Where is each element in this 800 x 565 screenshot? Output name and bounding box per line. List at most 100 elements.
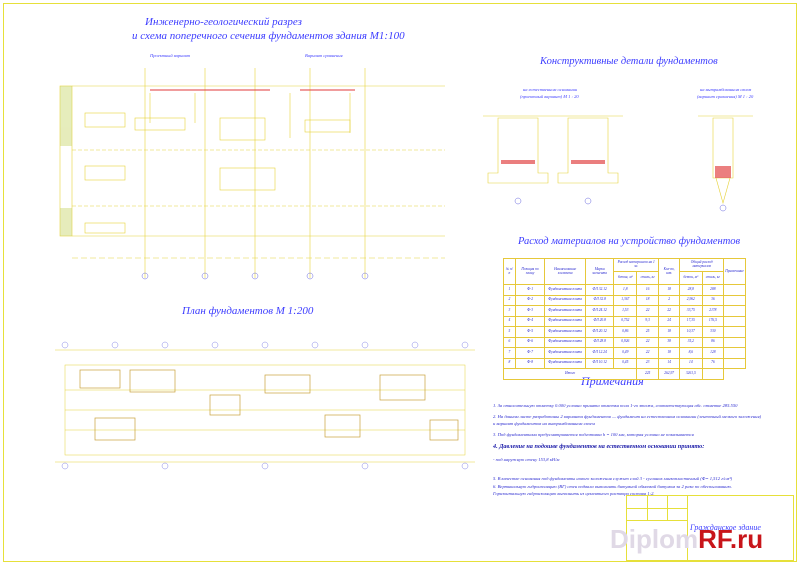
plan-title: План фундаментов М 1:200 bbox=[182, 305, 314, 317]
table-cell: 0,752 bbox=[613, 315, 638, 327]
table-header: Позиция по плану bbox=[514, 258, 546, 285]
table-header: Общий расход материалов bbox=[679, 258, 725, 272]
table-cell: 22 bbox=[636, 336, 660, 348]
table-cell: 22 bbox=[636, 305, 660, 317]
section-title-line2: и схема поперечного сечения фундаментов … bbox=[132, 30, 405, 42]
table-header: Расход материалов на 1 эл. bbox=[613, 258, 660, 272]
table-cell: 76 bbox=[701, 357, 725, 369]
note-2b: и вариант фундаментов на вытрамбованном … bbox=[493, 421, 595, 426]
table-cell: 22 bbox=[636, 347, 660, 359]
table-cell: 1 bbox=[503, 284, 516, 296]
table-cell: Фундаментная плита bbox=[544, 357, 586, 369]
table-header: Наименование элемента bbox=[544, 258, 586, 285]
table-subheader: бетон, м³ bbox=[613, 271, 638, 285]
table-cell: 25 bbox=[636, 326, 660, 338]
table-cell bbox=[723, 347, 746, 359]
table-cell bbox=[723, 315, 746, 327]
table-cell: Фундаментная плита bbox=[544, 336, 586, 348]
table-cell bbox=[723, 326, 746, 338]
table-cell: ФЛ 28.8 bbox=[584, 336, 615, 348]
table-cell: ФЛ 32.8 bbox=[584, 294, 615, 306]
table-cell: Ф-5 bbox=[514, 326, 546, 338]
compare-variant-label: Вариант сравнения bbox=[305, 53, 343, 58]
table-cell: ФЛ 20.12 bbox=[584, 326, 615, 338]
table-cell: ФЛ 32.12 bbox=[584, 284, 615, 296]
table-cell: ФЛ 24.12 bbox=[584, 305, 615, 317]
table-cell bbox=[723, 294, 746, 306]
table-cell: 2 bbox=[503, 294, 516, 306]
materials-title: Расход материалов на устройство фундамен… bbox=[518, 236, 741, 247]
table-cell: 17,35 bbox=[679, 315, 703, 327]
table-cell: 10,37 bbox=[679, 326, 703, 338]
table-cell: Ф-3 bbox=[514, 305, 546, 317]
table-cell: 0,86 bbox=[613, 326, 638, 338]
table-total-cell: 262,97 bbox=[658, 368, 681, 380]
note-6b: Горизонтальную гидроизоляцию выполнить и… bbox=[493, 491, 655, 496]
table-cell: 1,53 bbox=[613, 305, 638, 317]
foundation-details-drawing bbox=[483, 115, 753, 212]
note-4: 4. Давление на подошве фундаментов на ес… bbox=[493, 443, 705, 450]
detail-right-label1: на вытрамбованном своем bbox=[700, 87, 752, 92]
watermark-part1: Diplom bbox=[610, 524, 699, 554]
detail-left-label1: на естественном основании bbox=[523, 87, 578, 92]
table-cell: 128 bbox=[701, 347, 725, 359]
note-6: 6. Вертикальную гидроизоляцию (ВГ) стен … bbox=[493, 484, 732, 489]
table-cell: 2 bbox=[658, 294, 681, 306]
table-cell: 8 bbox=[503, 357, 516, 369]
table-cell: 18 bbox=[658, 284, 681, 296]
table-header-row: № п/п Позиция по плану Наименование элем… bbox=[503, 258, 746, 285]
table-cell: ФЛ 20.8 bbox=[584, 315, 615, 327]
table-cell: 3 bbox=[503, 305, 516, 317]
note-3: 3. Под фундаментами предусматривается по… bbox=[493, 432, 694, 437]
section-title-line1: Инженерно-геологический разрез bbox=[145, 16, 302, 28]
title-block-name: Гражданское здание bbox=[690, 523, 761, 532]
note-1: 1. За относительную отметку 0.000 условн… bbox=[493, 403, 738, 408]
project-variant-label: Проектный вариант bbox=[150, 53, 191, 58]
table-cell bbox=[723, 336, 746, 348]
table-cell: 33,75 bbox=[679, 305, 703, 317]
title-block bbox=[626, 495, 794, 562]
table-cell: 38 bbox=[658, 336, 681, 348]
table-cell: 18 bbox=[658, 347, 681, 359]
table-cell: Ф-2 bbox=[514, 294, 546, 306]
table-cell: 8,6 bbox=[679, 347, 703, 359]
table-cell: 0,49 bbox=[613, 347, 638, 359]
table-cell: Фундаментная плита bbox=[544, 315, 586, 327]
table-cell: 176,5 bbox=[701, 315, 725, 327]
table-subheader: бетон, м³ bbox=[679, 271, 703, 285]
table-total-empty bbox=[701, 368, 725, 380]
table-cell: 28,8 bbox=[679, 284, 703, 296]
table-cell: 1,8 bbox=[613, 284, 638, 296]
foundation-plan-drawing bbox=[55, 341, 475, 470]
table-cell: ФЛ 12.24 bbox=[584, 347, 615, 359]
table-cell bbox=[723, 305, 746, 317]
table-header: Примечание bbox=[723, 258, 746, 285]
table-cell: 7 bbox=[503, 347, 516, 359]
table-cell: 330 bbox=[701, 326, 725, 338]
table-cell: Ф-8 bbox=[514, 357, 546, 369]
detail-right-label2: (вариант сравнения) М 1 : 20 bbox=[697, 94, 754, 99]
table-cell: 18 bbox=[658, 326, 681, 338]
table-cell: Фундаментная плита bbox=[544, 347, 586, 359]
table-cell: 9,3 bbox=[636, 315, 660, 327]
table-cell: 35,2 bbox=[679, 336, 703, 348]
table-cell: 2,962 bbox=[679, 294, 703, 306]
table-header: № п/п bbox=[503, 258, 516, 285]
table-header: Кол-во, шт. bbox=[658, 258, 681, 285]
table-cell: 14 bbox=[679, 357, 703, 369]
geological-section-drawing bbox=[59, 68, 445, 280]
table-cell bbox=[723, 284, 746, 296]
drawing-sheet bbox=[3, 3, 797, 562]
table-total-cell: 3261,5 bbox=[679, 368, 703, 380]
table-subheader: сталь, кг bbox=[701, 271, 725, 285]
table-cell: 6 bbox=[503, 336, 516, 348]
table-cell: Фундаментная плита bbox=[544, 294, 586, 306]
note-2: 2. На данном листе разработаны 2 вариант… bbox=[493, 414, 762, 419]
